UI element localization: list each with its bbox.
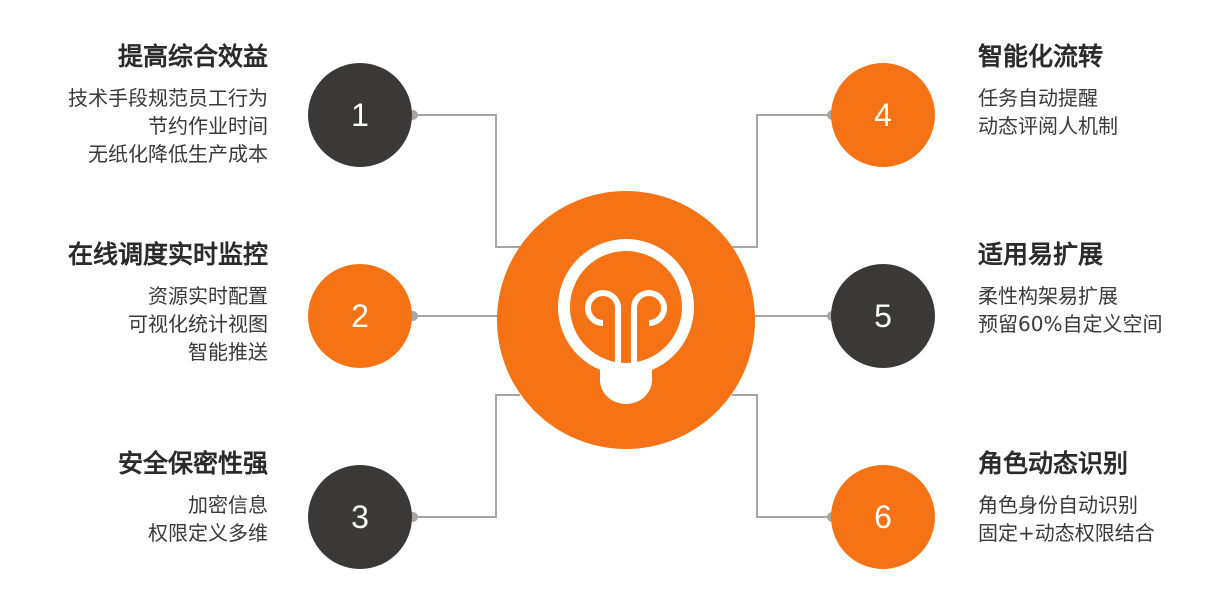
feature-title: 安全保密性强 — [117, 449, 268, 478]
feature-line: 固定+动态权限结合 — [978, 521, 1155, 545]
feature-line: 技术手段规范员工行为 — [68, 86, 268, 110]
lightbulb-icon — [558, 239, 694, 404]
feature-block-1: 提高综合效益 技术手段规范员工行为 节约作业时间 无纸化降低生产成本 — [0, 40, 268, 168]
feature-block-5: 适用易扩展 柔性构架易扩展 预留60%自定义空间 — [978, 238, 1209, 338]
feature-block-4: 智能化流转 任务自动提醒 动态评阅人机制 — [978, 40, 1209, 140]
feature-line: 资源实时配置 — [148, 284, 268, 308]
feature-line: 节约作业时间 — [148, 114, 268, 138]
feature-title: 智能化流转 — [978, 42, 1104, 71]
connector-1 — [413, 114, 520, 248]
feature-block-6: 角色动态识别 角色身份自动识别 固定+动态权限结合 — [978, 447, 1209, 547]
node-number: 3 — [351, 498, 369, 535]
connector-6 — [732, 394, 832, 518]
node-4: 4 — [831, 63, 935, 167]
feature-line: 角色身份自动识别 — [978, 493, 1138, 517]
node-number: 6 — [874, 498, 892, 535]
feature-title: 在线调度实时监控 — [67, 240, 268, 269]
feature-title: 角色动态识别 — [978, 449, 1129, 478]
connector-3 — [413, 394, 520, 518]
feature-line: 柔性构架易扩展 — [978, 284, 1118, 308]
feature-line: 无纸化降低生产成本 — [88, 142, 268, 166]
node-1: 1 — [308, 63, 412, 167]
feature-line: 任务自动提醒 — [978, 86, 1098, 110]
feature-line: 权限定义多维 — [148, 521, 268, 545]
node-5: 5 — [831, 264, 935, 368]
node-number: 1 — [351, 96, 369, 133]
node-6: 6 — [831, 465, 935, 569]
feature-line: 预留60%自定义空间 — [978, 312, 1163, 336]
feature-block-2: 在线调度实时监控 资源实时配置 可视化统计视图 智能推送 — [0, 238, 268, 366]
feature-line: 动态评阅人机制 — [978, 114, 1118, 138]
feature-line: 智能推送 — [188, 340, 268, 364]
center-circle — [497, 191, 755, 449]
feature-title: 提高综合效益 — [117, 42, 268, 71]
connector-4 — [732, 114, 832, 248]
feature-line: 可视化统计视图 — [128, 312, 268, 336]
feature-block-3: 安全保密性强 加密信息 权限定义多维 — [0, 447, 268, 547]
node-number: 2 — [351, 297, 369, 334]
node-2: 2 — [308, 264, 412, 368]
node-number: 5 — [874, 297, 892, 334]
feature-line: 加密信息 — [188, 493, 268, 517]
node-3: 3 — [308, 465, 412, 569]
node-number: 4 — [874, 96, 892, 133]
feature-title: 适用易扩展 — [978, 240, 1104, 269]
